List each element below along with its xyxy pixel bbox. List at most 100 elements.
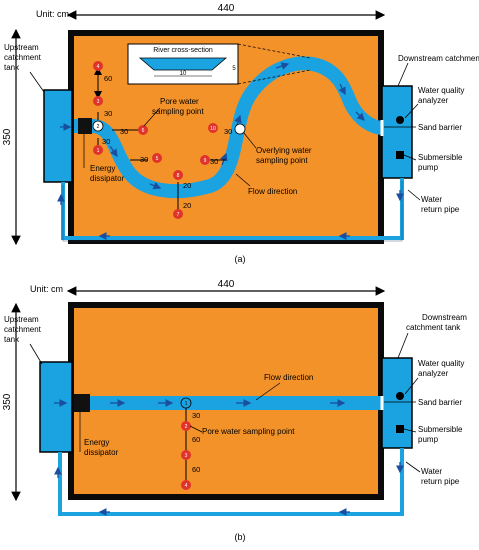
sample-point-a4 [93,61,103,71]
svg-text:4: 4 [185,483,188,489]
sample-point-a6 [138,125,148,135]
pump-label-a2: pump [418,163,439,172]
wqa-device-b [396,392,404,400]
sample-point-a10 [208,123,218,133]
river-channel-b [74,396,384,410]
upstream-label-a3: tank [4,63,20,72]
return-pipe-label-a2: return pipe [421,205,460,214]
wqa-label-a2: analyzer [418,96,449,105]
width-label-a: 440 [218,3,235,14]
downstream-tank-a [381,85,413,179]
svg-text:30: 30 [224,127,232,136]
sample-point-a3 [93,96,103,106]
sampling-points-a: 4 3 2 1 6 5 8 7 9 10 60 30 30 30 30 30 [92,61,246,219]
pipe-arrows-b [54,462,404,516]
svg-text:30: 30 [210,157,218,166]
sample-point-a7 [173,209,183,219]
pump-label-a1: Submersible [418,153,463,162]
dissipator-label-b1: Energy [84,438,109,447]
svg-text:8: 8 [177,173,180,179]
wqa-device-a [396,116,404,124]
upstream-tank-a [43,89,73,183]
sample-point-a2 [92,120,104,132]
svg-text:20: 20 [183,201,191,210]
inset-width-label-a: 10 [180,71,187,77]
wqa-label-b1: Water quality [418,359,464,368]
svg-text:30: 30 [192,411,200,420]
sample-point-a8 [173,170,183,180]
dissipator-label-a2: dissipator [90,174,125,183]
svg-text:7: 7 [177,212,180,218]
sample-point-b1 [180,397,192,409]
upstream-label-b1: Upstream [4,315,39,324]
pump-device-a [396,151,404,159]
svg-text:60: 60 [104,74,112,83]
caption-a: (a) [235,254,246,264]
height-label-b: 350 [2,393,13,410]
svg-text:3: 3 [97,99,100,105]
panel-b: Unit: cm 440 350 1 [2,279,467,542]
svg-text:2: 2 [97,124,100,130]
downstream-tank-b [381,357,413,449]
sample-point-a5 [152,153,162,163]
upstream-label-a2: catchment [4,53,42,62]
dissipator-label-b2: dissipator [84,448,119,457]
svg-text:6: 6 [142,128,145,134]
sand-barrier-label-a: Sand barrier [418,123,462,132]
svg-text:3: 3 [185,453,188,459]
upstream-tank-b [39,361,73,453]
svg-text:4: 4 [97,64,100,70]
svg-text:30: 30 [104,109,112,118]
sand-barrier-label-b: Sand barrier [418,398,462,407]
overlying-label-a1: Overlying water [256,146,312,155]
svg-text:10: 10 [210,126,216,132]
svg-text:1: 1 [97,148,100,154]
pipe-arrows-a [57,190,404,240]
unit-label-b: Unit: cm [30,284,63,294]
energy-dissipator-block-b [74,394,90,412]
svg-text:30: 30 [102,137,110,146]
pore-label-b: Pore water sampling point [202,427,295,436]
svg-text:20: 20 [183,181,191,190]
cross-section-inset-a: River cross-section 10 5 [127,43,311,85]
pump-label-b1: Submersible [418,425,463,434]
caption-b: (b) [235,532,246,542]
svg-text:30: 30 [140,155,148,164]
wqa-label-b2: analyzer [418,369,449,378]
upstream-label-a1: Upstream [4,43,39,52]
svg-text:60: 60 [192,465,200,474]
overlying-point-a11 [234,123,246,135]
downstream-label-b2: catchment tank [406,323,461,332]
downstream-label-a: Downstream catchment tank [398,54,479,63]
upstream-label-b2: catchment [4,325,42,334]
return-pipe-b [58,448,404,516]
height-label-a: 350 [2,128,13,145]
sample-point-a9 [200,155,210,165]
flow-label-a: Flow direction [248,187,297,196]
pore-label-a2: sampling point [152,107,204,116]
pump-device-b [396,425,404,433]
river-channel-a [74,56,385,199]
wqa-label-a1: Water quality [418,86,464,95]
unit-label-a: Unit: cm [36,9,69,19]
sampling-points-b: 1 2 3 4 30 60 60 [180,397,200,490]
panel-a: Unit: cm 440 350 [2,3,479,264]
sample-point-b4 [181,480,191,490]
width-label-b: 440 [218,279,235,290]
sample-point-b3 [181,450,191,460]
svg-text:30: 30 [120,127,128,136]
return-pipe-label-b2: return pipe [421,477,460,486]
svg-text:9: 9 [204,158,207,164]
svg-text:60: 60 [192,435,200,444]
inset-height-label-a: 5 [232,66,236,72]
flow-label-b: Flow direction [264,373,313,382]
svg-text:5: 5 [156,156,159,162]
return-pipe-label-a1: Water [421,195,442,204]
svg-text:1: 1 [185,401,188,407]
pore-label-a1: Pore water [160,97,199,106]
pump-label-b2: pump [418,435,439,444]
sample-point-b2 [181,421,191,431]
overlying-label-a2: sampling point [256,156,308,165]
svg-text:2: 2 [185,424,188,430]
